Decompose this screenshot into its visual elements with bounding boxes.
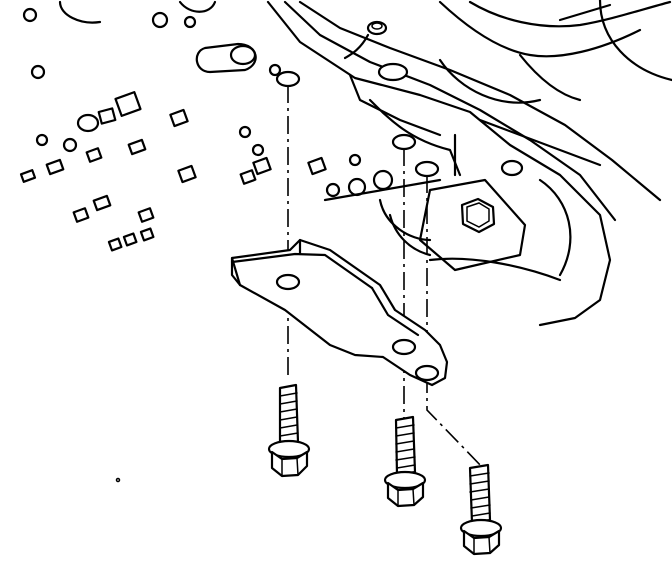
mounting-holes — [275, 70, 440, 178]
bolt-left — [267, 383, 311, 478]
case-bolt-head — [460, 197, 496, 234]
case-stud — [343, 20, 524, 177]
case-mounting-boss — [323, 178, 527, 272]
bolt-right — [459, 463, 503, 556]
valve-body-plate — [19, 0, 394, 483]
bracket — [230, 238, 449, 387]
bolt-middle — [383, 415, 427, 508]
